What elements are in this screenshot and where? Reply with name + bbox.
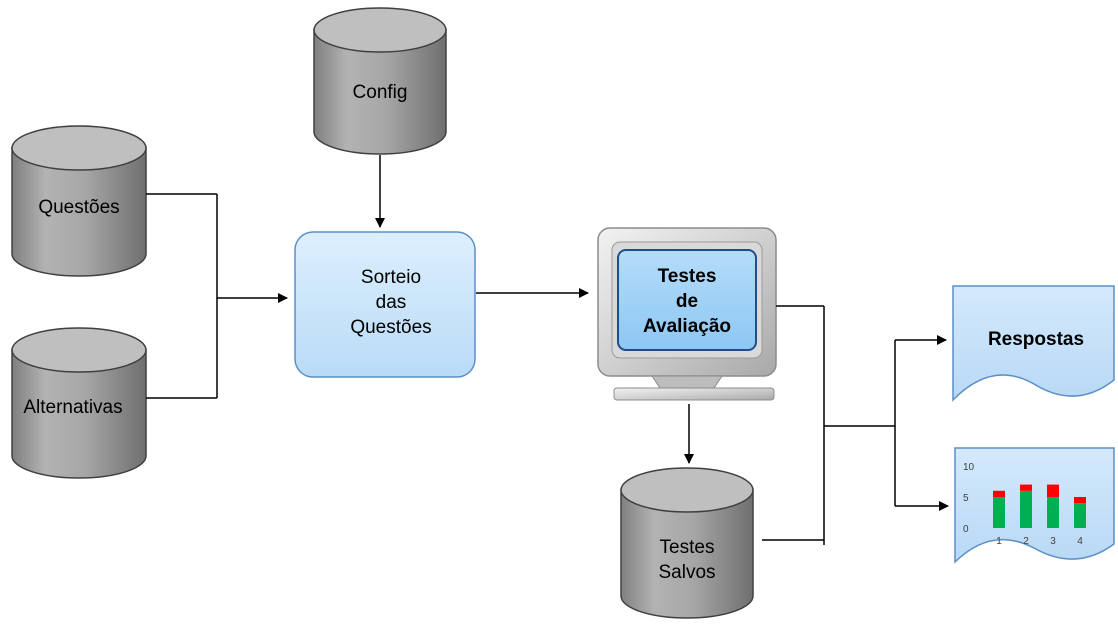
chart-document [954,447,1115,564]
chart-x-tick-label: 3 [1050,536,1056,547]
sorteio-label: Sorteio das Questões [295,265,487,340]
questoes-label: Questões [38,197,120,218]
chart-bar-segment [1074,503,1086,528]
sorteio-line-1: Sorteio [360,267,422,288]
chart-bar-segment [1020,484,1032,491]
chart-x-tick-label: 4 [1077,536,1083,547]
chart-x-tick-label: 2 [1023,536,1029,547]
chart-bar-segment [1020,490,1032,528]
sorteio-line-2: das [375,292,407,313]
chart-x-tick-label: 1 [996,536,1002,547]
connectors [146,155,949,545]
mini-bar-chart: 0 5 10 1 2 3 4 [963,462,1086,547]
questoes-database [11,125,147,277]
chart-bar-segment [993,497,1005,528]
testes-avaliacao-line-2: de [675,291,699,312]
chart-bar-segment [993,490,1005,497]
config-label: Config [352,82,408,103]
chart-y-tick-label: 10 [963,462,975,473]
chart-y-tick-label: 5 [963,493,969,504]
chart-bar-segment [1047,497,1059,528]
testes-salvos-line-2: Salvos [658,562,716,583]
testes-salvos-database [620,467,754,619]
sorteio-line-3: Questões [350,317,432,338]
monitor-terminal [597,227,777,401]
testes-avaliacao-label: Testes de Avaliação [618,264,756,339]
respostas-document [952,285,1115,402]
testes-salvos-line-1: Testes [659,537,715,558]
chart-y-tick-label: 0 [963,524,969,535]
testes-avaliacao-line-3: Avaliação [642,316,731,337]
sorteio-process-box [294,231,476,378]
alternativas-database [11,327,147,479]
config-database [313,7,447,155]
testes-avaliacao-line-1: Testes [657,266,717,287]
monitor-screen [617,249,757,351]
chart-bar-segment [1047,484,1059,497]
alternativas-label: Alternativas [23,397,123,418]
respostas-label: Respostas [987,329,1085,350]
chart-bar-segment [1074,497,1086,504]
testes-salvos-label: Testes Salvos [621,535,753,585]
